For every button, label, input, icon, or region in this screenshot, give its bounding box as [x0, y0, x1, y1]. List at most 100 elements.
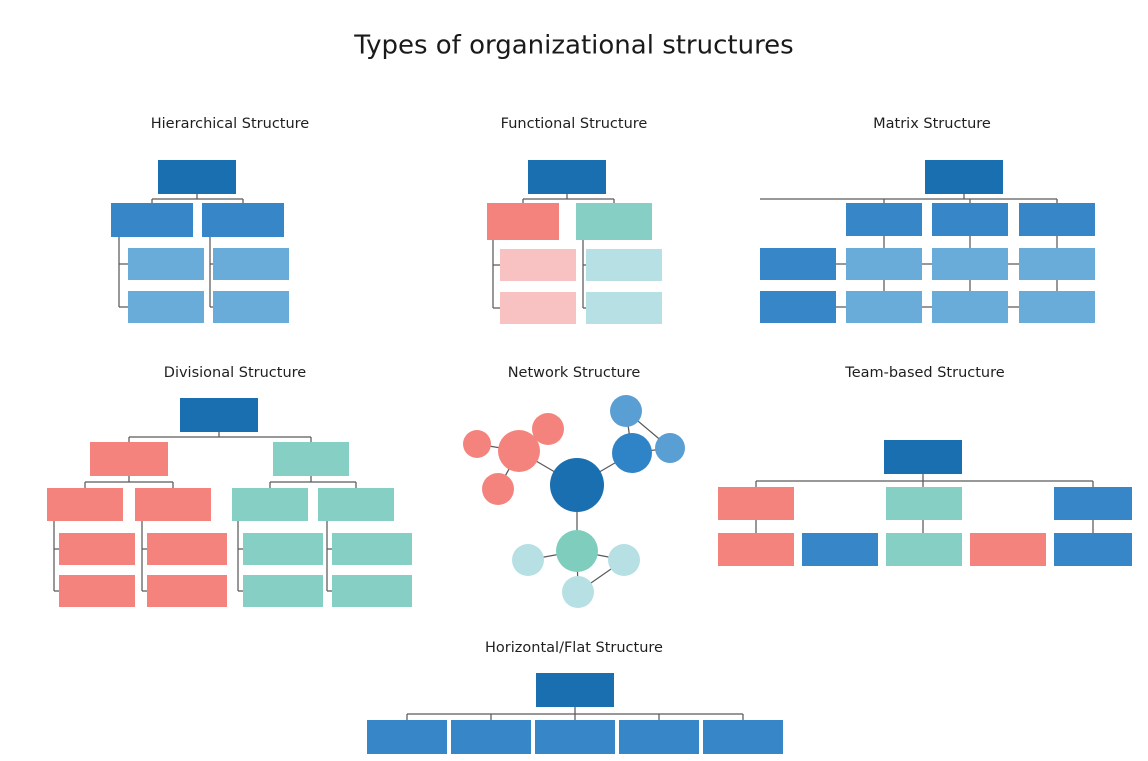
node-box-leaf-l-1[interactable] [59, 533, 135, 565]
node-box-sub-r-2[interactable] [318, 488, 394, 521]
network-node-cluster-red-top[interactable] [532, 413, 564, 445]
chart-title-divisional: Divisional Structure [164, 365, 307, 381]
chart-title-horizontal-flat: Horizontal/Flat Structure [485, 640, 663, 656]
chart-title-team-based: Team-based Structure [844, 365, 1004, 381]
connector-line [151, 194, 244, 203]
connector-line [492, 240, 500, 309]
network-node-cluster-red-left[interactable] [463, 430, 491, 458]
node-box-level3-d[interactable] [213, 291, 289, 323]
node-box-team-lead-1[interactable] [718, 487, 794, 520]
chart-horizontal-flat: Horizontal/Flat Structure [367, 640, 783, 754]
node-box-member-4[interactable] [970, 533, 1046, 566]
node-box-cell-1-1[interactable] [846, 248, 922, 280]
connector-line [84, 476, 174, 488]
node-box-root[interactable] [925, 160, 1003, 194]
network-node-hub[interactable] [550, 458, 604, 512]
node-box-level3-b[interactable] [213, 248, 289, 280]
connector-line [760, 194, 1058, 203]
node-box-unit-1[interactable] [367, 720, 447, 754]
node-box-row-head-1[interactable] [760, 248, 836, 280]
chart-divisional: Divisional Structure [47, 365, 412, 607]
node-box-sub-l-2[interactable] [135, 488, 211, 521]
node-box-unit-4[interactable] [619, 720, 699, 754]
network-node-cluster-red-bottom[interactable] [482, 473, 514, 505]
node-box-cell-2-3[interactable] [1019, 291, 1095, 323]
node-box-level3-a[interactable] [128, 248, 204, 280]
chart-team-based: Team-based Structure [718, 365, 1132, 566]
node-box-sub-r-1[interactable] [232, 488, 308, 521]
node-box-root[interactable] [180, 398, 258, 432]
node-box-sub-left-2[interactable] [500, 292, 576, 324]
page-title: Types of organizational structures [353, 31, 793, 61]
node-box-team-lead-3[interactable] [1054, 487, 1132, 520]
node-box-unit-2[interactable] [451, 720, 531, 754]
connector-line [406, 707, 744, 720]
node-box-root[interactable] [884, 440, 962, 474]
connector-line [237, 521, 243, 592]
node-box-leaf-l-2[interactable] [147, 533, 227, 565]
connector-line [53, 521, 59, 592]
node-box-member-1[interactable] [718, 533, 794, 566]
node-box-col-head-1[interactable] [846, 203, 922, 236]
node-box-root[interactable] [528, 160, 606, 194]
node-box-division-right[interactable] [273, 442, 349, 476]
connector-line [755, 474, 1094, 487]
connector-line [128, 432, 312, 442]
chart-matrix: Matrix Structure [760, 116, 1095, 323]
node-box-sub-right-1[interactable] [586, 249, 662, 281]
node-box-leaf-l-3[interactable] [59, 575, 135, 607]
connector-line [582, 240, 586, 309]
node-box-root[interactable] [158, 160, 236, 194]
node-box-leaf-r-1[interactable] [243, 533, 323, 565]
node-box-sub-right-2[interactable] [586, 292, 662, 324]
node-box-col-head-3[interactable] [1019, 203, 1095, 236]
network-node-cluster-teal-bottom[interactable] [562, 576, 594, 608]
node-box-level2-left[interactable] [111, 203, 193, 237]
connector-line [118, 237, 128, 308]
connector-line [883, 280, 1058, 291]
node-box-cell-2-1[interactable] [846, 291, 922, 323]
node-box-leaf-r-2[interactable] [332, 533, 412, 565]
node-box-division-left[interactable] [90, 442, 168, 476]
node-box-team-lead-2[interactable] [886, 487, 962, 520]
node-box-member-2[interactable] [802, 533, 878, 566]
network-node-cluster-teal-right[interactable] [608, 544, 640, 576]
node-box-cell-2-2[interactable] [932, 291, 1008, 323]
network-node-cluster-blue-top[interactable] [610, 395, 642, 427]
node-box-leaf-l-4[interactable] [147, 575, 227, 607]
chart-hierarchical: Hierarchical Structure [111, 116, 309, 323]
connector-line [522, 194, 615, 203]
node-box-dept-right[interactable] [576, 203, 652, 240]
connector-line [326, 521, 332, 592]
node-box-sub-l-1[interactable] [47, 488, 123, 521]
node-box-leaf-r-3[interactable] [243, 575, 323, 607]
node-box-unit-5[interactable] [703, 720, 783, 754]
network-node-cluster-teal-center[interactable] [556, 530, 598, 572]
node-box-col-head-2[interactable] [932, 203, 1008, 236]
chart-functional: Functional Structure [487, 116, 662, 324]
node-box-member-5[interactable] [1054, 533, 1132, 566]
node-box-root[interactable] [536, 673, 614, 707]
node-box-level3-c[interactable] [128, 291, 204, 323]
network-node-cluster-teal-left[interactable] [512, 544, 544, 576]
node-box-leaf-r-4[interactable] [332, 575, 412, 607]
chart-title-functional: Functional Structure [501, 116, 648, 132]
network-node-cluster-blue-center[interactable] [612, 433, 652, 473]
charts-layer: Hierarchical Structure Functional Structu… [47, 116, 1132, 754]
node-box-unit-3[interactable] [535, 720, 615, 754]
node-box-dept-left[interactable] [487, 203, 559, 240]
network-node-cluster-blue-right[interactable] [655, 433, 685, 463]
chart-network: Network Structure [463, 365, 685, 608]
connector-line [883, 236, 1058, 248]
network-node-cluster-red-center[interactable] [498, 430, 540, 472]
chart-title-hierarchical: Hierarchical Structure [151, 116, 310, 132]
node-box-cell-1-2[interactable] [932, 248, 1008, 280]
node-box-level2-right[interactable] [202, 203, 284, 237]
node-box-sub-left-1[interactable] [500, 249, 576, 281]
node-box-cell-1-3[interactable] [1019, 248, 1095, 280]
node-box-row-head-2[interactable] [760, 291, 836, 323]
node-box-member-3[interactable] [886, 533, 962, 566]
chart-title-matrix: Matrix Structure [873, 116, 991, 132]
